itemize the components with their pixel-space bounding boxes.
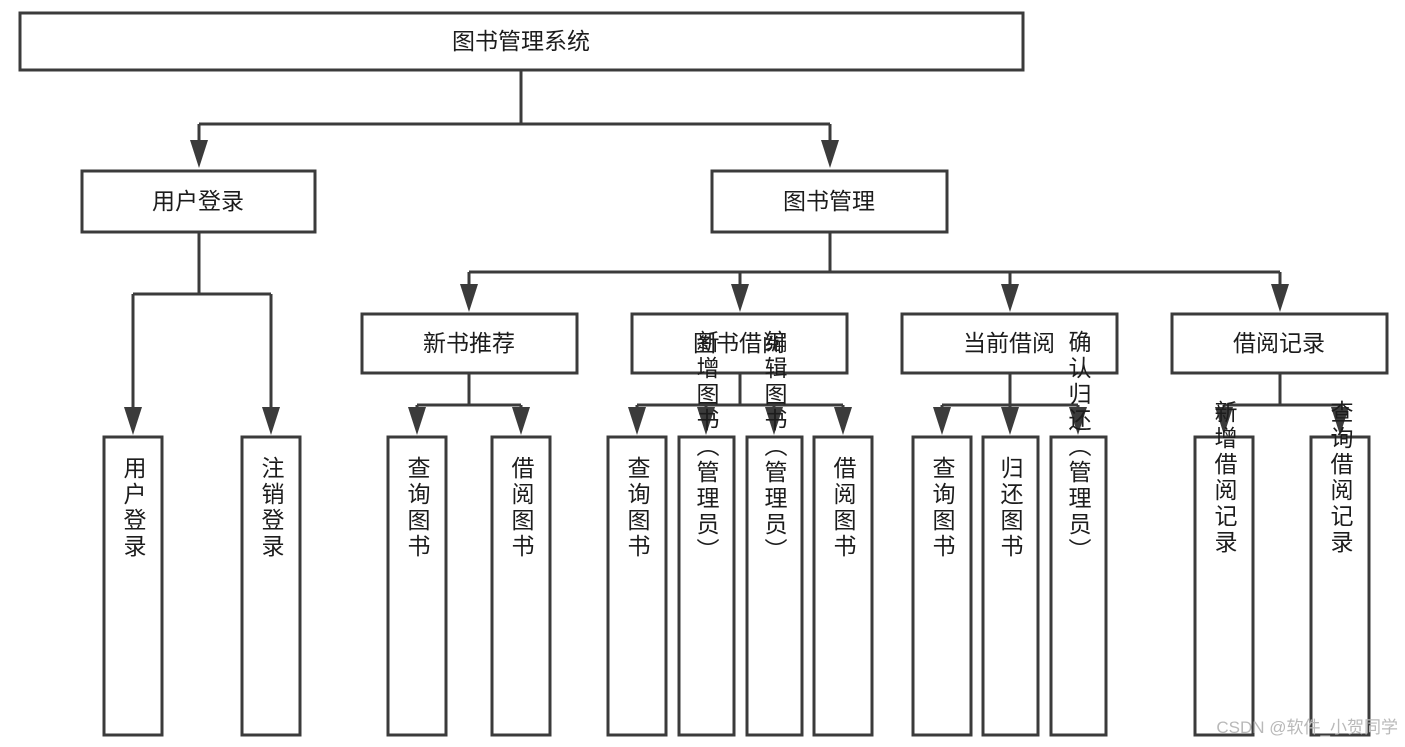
node-book-management[interactable]: 图书管理 (710, 169, 949, 234)
node-root-label: 图书管理系统 (452, 28, 590, 54)
node-leaf-query-book-1-box[interactable] (386, 435, 448, 737)
node-new-book-recommend-box[interactable] (360, 312, 579, 375)
node-current-borrow-label: 当前借阅 (963, 330, 1055, 356)
arrow-leaf-borrow-book-1-icon (512, 407, 530, 435)
arrow-leaf-borrow-book-2-icon (834, 407, 852, 435)
arrow-leaf-logout-icon (262, 407, 280, 435)
node-book-borrow-label: 图书借阅 (693, 330, 785, 356)
node-leaf-return-book-label: 归还图书 (997, 456, 1024, 560)
node-leaf-add-book[interactable]: 新增图书（管理员） (677, 330, 736, 737)
node-leaf-return-book-box[interactable] (981, 435, 1040, 737)
node-leaf-add-record-label: 新增借阅记录 (1211, 400, 1238, 556)
node-root[interactable]: 图书管理系统 (18, 11, 1025, 72)
connector-group-borrow-record (1215, 374, 1349, 435)
connector-group-current-borrow (933, 374, 1087, 435)
node-leaf-user-login[interactable]: 用户登录 (102, 435, 164, 737)
node-leaf-user-login-label: 用户登录 (120, 456, 147, 560)
node-leaf-return-book[interactable]: 归还图书 (981, 435, 1040, 737)
arrow-leaf-query-book-3-icon (933, 407, 951, 435)
node-leaf-logout-box[interactable] (240, 435, 302, 737)
node-leaf-add-record-box[interactable] (1193, 435, 1255, 737)
arrow-leaf-add-book-icon (697, 407, 715, 435)
node-new-book-recommend-label: 新书推荐 (423, 330, 515, 356)
node-leaf-borrow-book-1-label: 借阅图书 (508, 456, 535, 560)
node-leaf-confirm-return-box[interactable] (1049, 435, 1108, 737)
arrow-to-book-borrow-icon (731, 284, 749, 312)
node-leaf-confirm-return[interactable]: 确认归还（管理员） (1049, 330, 1108, 737)
arrow-to-borrow-record-icon (1271, 284, 1289, 312)
arrow-leaf-edit-book-icon (765, 407, 783, 435)
arrow-leaf-return-book-icon (1001, 407, 1019, 435)
connector-group-user-login (124, 233, 280, 435)
node-leaf-query-book-2[interactable]: 查询图书 (606, 435, 668, 737)
node-book-borrow-box[interactable] (630, 312, 849, 375)
node-borrow-record[interactable]: 借阅记录 (1170, 312, 1389, 375)
arrow-to-current-borrow-icon (1001, 284, 1019, 312)
node-leaf-add-book-label: 新增图书（管理员） (693, 330, 720, 564)
node-leaf-query-book-3-box[interactable] (911, 435, 973, 737)
node-root-box[interactable] (18, 11, 1025, 72)
node-leaf-logout-label: 注销登录 (258, 456, 285, 560)
arrow-leaf-confirm-return-icon (1069, 407, 1087, 435)
node-current-borrow[interactable]: 当前借阅 (900, 312, 1119, 375)
connector-group-book-management (460, 233, 1289, 312)
node-leaf-query-book-3[interactable]: 查询图书 (911, 435, 973, 737)
node-user-login-label: 用户登录 (152, 188, 244, 214)
node-book-borrow[interactable]: 图书借阅 (630, 312, 849, 375)
node-new-book-recommend[interactable]: 新书推荐 (360, 312, 579, 375)
arrow-leaf-query-book-1-icon (408, 407, 426, 435)
node-leaf-edit-book-box[interactable] (745, 435, 804, 737)
arrow-to-user-login-icon (190, 140, 208, 168)
watermark-label: CSDN @软件_小贺同学 (1216, 718, 1398, 737)
node-borrow-record-box[interactable] (1170, 312, 1389, 375)
node-leaf-borrow-book-1[interactable]: 借阅图书 (490, 435, 552, 737)
node-leaf-logout[interactable]: 注销登录 (240, 435, 302, 737)
node-leaf-query-book-1[interactable]: 查询图书 (386, 435, 448, 737)
node-leaf-borrow-book-2-label: 借阅图书 (830, 456, 857, 560)
node-user-login[interactable]: 用户登录 (80, 169, 317, 234)
node-leaf-query-book-3-label: 查询图书 (929, 456, 956, 560)
connector-group-root (190, 71, 839, 168)
node-book-management-box[interactable] (710, 169, 949, 234)
node-leaf-query-book-2-box[interactable] (606, 435, 668, 737)
node-leaf-user-login-box[interactable] (102, 435, 164, 737)
arrow-to-book-management-icon (821, 140, 839, 168)
node-leaf-add-record[interactable]: 新增借阅记录 (1193, 400, 1255, 737)
node-leaf-edit-book-label: 编辑图书（管理员） (761, 330, 788, 564)
node-leaf-query-book-1-label: 查询图书 (404, 456, 431, 560)
arrow-leaf-add-record-icon (1215, 407, 1233, 435)
arrow-leaf-user-login-icon (124, 407, 142, 435)
node-leaf-query-record[interactable]: 查询借阅记录 (1309, 400, 1371, 737)
node-leaf-borrow-book-1-box[interactable] (490, 435, 552, 737)
node-leaf-query-book-2-label: 查询图书 (624, 456, 651, 560)
node-current-borrow-box[interactable] (900, 312, 1119, 375)
arrow-leaf-query-record-icon (1331, 407, 1349, 435)
arrow-to-new-book-recommend-icon (460, 284, 478, 312)
node-borrow-record-label: 借阅记录 (1233, 330, 1325, 356)
node-leaf-confirm-return-label: 确认归还（管理员） (1065, 330, 1092, 564)
connector-group-new-book-recommend (408, 374, 530, 435)
node-user-login-box[interactable] (80, 169, 317, 234)
node-leaf-borrow-book-2[interactable]: 借阅图书 (812, 435, 874, 737)
connector-group-book-borrow (628, 374, 852, 435)
node-leaf-query-record-label: 查询借阅记录 (1327, 400, 1354, 556)
node-leaf-query-record-box[interactable] (1309, 435, 1371, 737)
arrow-leaf-query-book-2-icon (628, 407, 646, 435)
node-leaf-borrow-book-2-box[interactable] (812, 435, 874, 737)
node-leaf-add-book-box[interactable] (677, 435, 736, 737)
node-leaf-edit-book[interactable]: 编辑图书（管理员） (745, 330, 804, 737)
node-book-management-label: 图书管理 (783, 188, 875, 214)
